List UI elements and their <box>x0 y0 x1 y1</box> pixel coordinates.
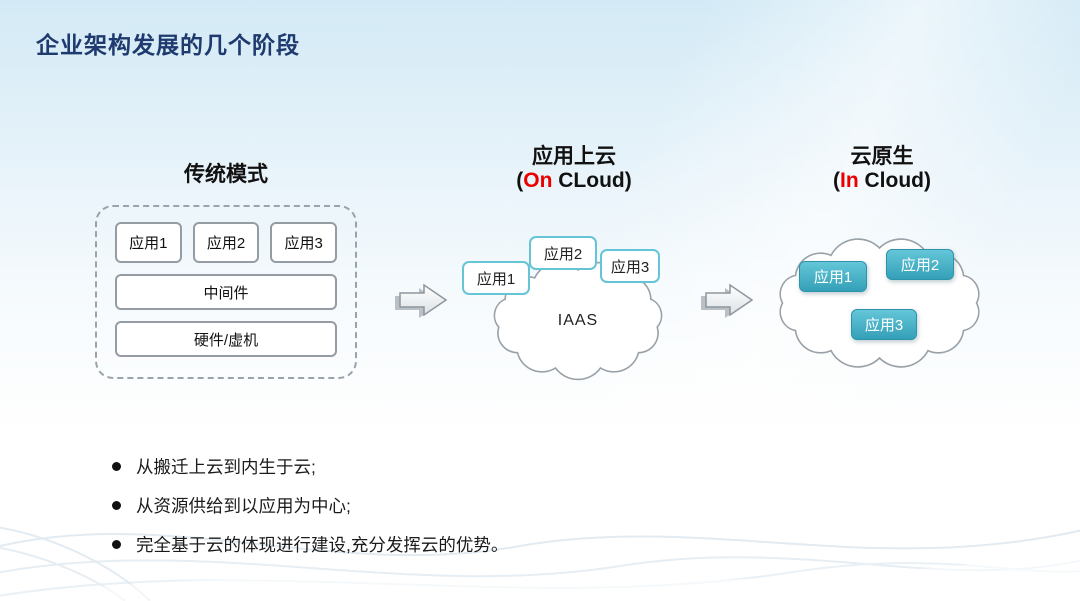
stage-oncloud-subtitle: (On CLoud) <box>452 169 696 193</box>
incloud-app-3: 应用3 <box>851 309 917 340</box>
oncloud-app-3: 应用3 <box>600 249 660 283</box>
subtitle-open: ( <box>833 169 840 192</box>
traditional-app-1: 应用1 <box>115 222 182 263</box>
traditional-app-2: 应用2 <box>192 222 260 263</box>
bullet-item: 从资源供给到以应用为中心; <box>112 486 508 525</box>
subtitle-open: ( <box>516 169 524 192</box>
traditional-app-3: 应用3 <box>270 222 338 263</box>
subtitle-rest: Cloud) <box>858 169 931 192</box>
bullet-item: 从搬迁上云到内生于云; <box>112 447 508 486</box>
oncloud-app-2: 应用2 <box>529 236 597 270</box>
iaas-label: IAAS <box>557 312 599 329</box>
traditional-stack: 应用1 应用2 应用3 中间件 硬件/虚机 <box>95 205 357 379</box>
stage-oncloud-title: 应用上云 <box>532 145 616 168</box>
bullet-dot <box>112 501 121 510</box>
incloud-app-1: 应用1 <box>799 261 867 292</box>
stage-incloud-title: 云原生 <box>850 145 914 168</box>
hardware-box: 硬件/虚机 <box>115 321 337 357</box>
bullet-dot <box>112 462 121 471</box>
subtitle-red-word: In <box>840 169 859 192</box>
stage-incloud-subtitle: (In Cloud) <box>768 169 996 193</box>
native-cloud-shape <box>779 238 980 368</box>
arrow-right-icon <box>395 283 448 318</box>
bullet-text: 完全基于云的体现进行建设,充分发挥云的优势。 <box>136 535 509 555</box>
page-title: 企业架构发展的几个阶段 <box>36 32 300 58</box>
subtitle-red-word: On <box>523 169 553 192</box>
middleware-box: 中间件 <box>115 274 337 310</box>
arrow-right-icon <box>701 283 754 318</box>
traditional-app-row: 应用1 应用2 应用3 <box>115 222 338 263</box>
subtitle-rest: CLoud) <box>552 169 632 192</box>
bullet-dot <box>112 540 121 549</box>
arrow-body <box>705 283 754 317</box>
bullet-list: 从搬迁上云到内生于云; 从资源供给到以应用为中心; 完全基于云的体现进行建设,充… <box>112 447 508 564</box>
bullet-text: 从资源供给到以应用为中心; <box>136 496 351 516</box>
bullet-item: 完全基于云的体现进行建设,充分发挥云的优势。 <box>112 525 508 564</box>
wave-line <box>0 546 126 601</box>
wave-line <box>0 562 1080 597</box>
arrow-body <box>399 283 448 317</box>
oncloud-app-1: 应用1 <box>462 261 530 295</box>
stage-traditional-title: 传统模式 <box>184 163 268 186</box>
incloud-app-2: 应用2 <box>886 249 954 280</box>
bullet-text: 从搬迁上云到内生于云; <box>136 457 316 477</box>
